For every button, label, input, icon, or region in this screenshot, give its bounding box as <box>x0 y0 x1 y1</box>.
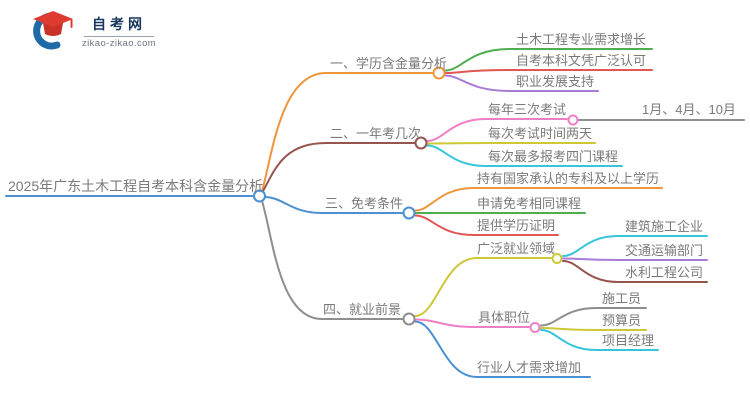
leaf-2a-months-label: 1月、4月、10月 <box>642 102 736 117</box>
leaf-4a-circle <box>551 253 563 264</box>
leaf-4a-2-label: 交通运输部门 <box>625 243 704 258</box>
connector-leaf-4a-2 <box>562 257 708 261</box>
leaf-1c-label: 职业发展支持 <box>516 74 595 89</box>
connector-leaf-1c <box>444 74 599 92</box>
branch-4-circle <box>402 312 416 326</box>
leaf-2a-label: 每年三次考试 <box>488 102 567 117</box>
branch-1-circle <box>432 66 446 80</box>
branch-3-label: 三、免考条件 <box>325 196 404 211</box>
connector-branch-2 <box>261 142 416 194</box>
connector-leaf-2b <box>426 142 596 145</box>
logo-divider <box>84 35 155 37</box>
leaf-3b-label: 申请免考相同课程 <box>477 196 582 211</box>
root-node-label: 2025年广东土木工程自考本科含金量分析 <box>8 178 264 194</box>
connector-leaf-4c <box>414 320 591 378</box>
connector-leaf-1b <box>444 69 653 74</box>
connector-leaf-4a <box>414 257 552 317</box>
site-logo: 自考网 zikao-zikao.com <box>26 10 156 52</box>
site-name: 自考网 <box>92 15 147 32</box>
connector-leaf-4b <box>414 318 530 328</box>
connector-leaf-3c <box>414 214 559 236</box>
logo-text-block: 自考网 zikao-zikao.com <box>82 14 156 49</box>
connector-branch-3 <box>263 196 404 214</box>
connector-leaf-1a <box>444 48 653 72</box>
branch-2-circle <box>414 136 428 150</box>
site-url: zikao-zikao.com <box>82 37 157 49</box>
leaf-4a-label: 广泛就业领域 <box>477 241 556 256</box>
branch-2-label: 二、一年考几次 <box>330 126 422 141</box>
leaf-4b-1-label: 施工员 <box>602 291 642 306</box>
leaf-2c-label: 每次最多报考四门课程 <box>488 149 619 164</box>
leaf-2a-circle <box>567 114 579 126</box>
connector-leaf-2c <box>426 144 623 167</box>
leaf-4a-3-label: 水利工程公司 <box>625 265 704 280</box>
leaf-4b-circle <box>529 322 541 333</box>
connector-branch-4 <box>261 200 404 320</box>
connector-leaf-4b-3 <box>540 329 659 351</box>
leaf-2b-label: 每次考试时间两天 <box>488 126 593 141</box>
leaf-4a-1-label: 建筑施工企业 <box>625 219 704 234</box>
leaf-1a-label: 土木工程专业需求增长 <box>516 32 647 47</box>
branch-4-label: 四、就业前景 <box>323 302 402 317</box>
graduation-cap-icon <box>33 11 73 50</box>
leaf-4c-label: 行业人才需求增加 <box>477 360 582 375</box>
leaf-4b-2-label: 预算员 <box>602 313 642 328</box>
connector-leaf-4b-2 <box>540 327 647 331</box>
leaf-4b-3-label: 项目经理 <box>602 333 655 348</box>
connector-leaf-2a <box>426 118 568 142</box>
connector-leaf-4a-1 <box>562 235 708 257</box>
connector-leaf-4a-3 <box>562 260 708 283</box>
leaf-3a-label: 持有国家承认的专科及以上学历 <box>477 171 660 186</box>
leaf-1b-label: 自考本科文凭广泛认可 <box>516 53 647 68</box>
connector-leaf-4b-1 <box>540 307 647 327</box>
connector-branch-1 <box>261 72 434 192</box>
branch-1-label: 一、学历含金量分析 <box>330 56 448 71</box>
root-node-circle <box>253 189 266 203</box>
leaf-3c-label: 提供学历证明 <box>477 218 556 233</box>
leaf-4b-label: 具体职位 <box>478 310 531 325</box>
branch-3-circle <box>402 206 416 220</box>
connector-leaf-3a <box>414 187 663 212</box>
